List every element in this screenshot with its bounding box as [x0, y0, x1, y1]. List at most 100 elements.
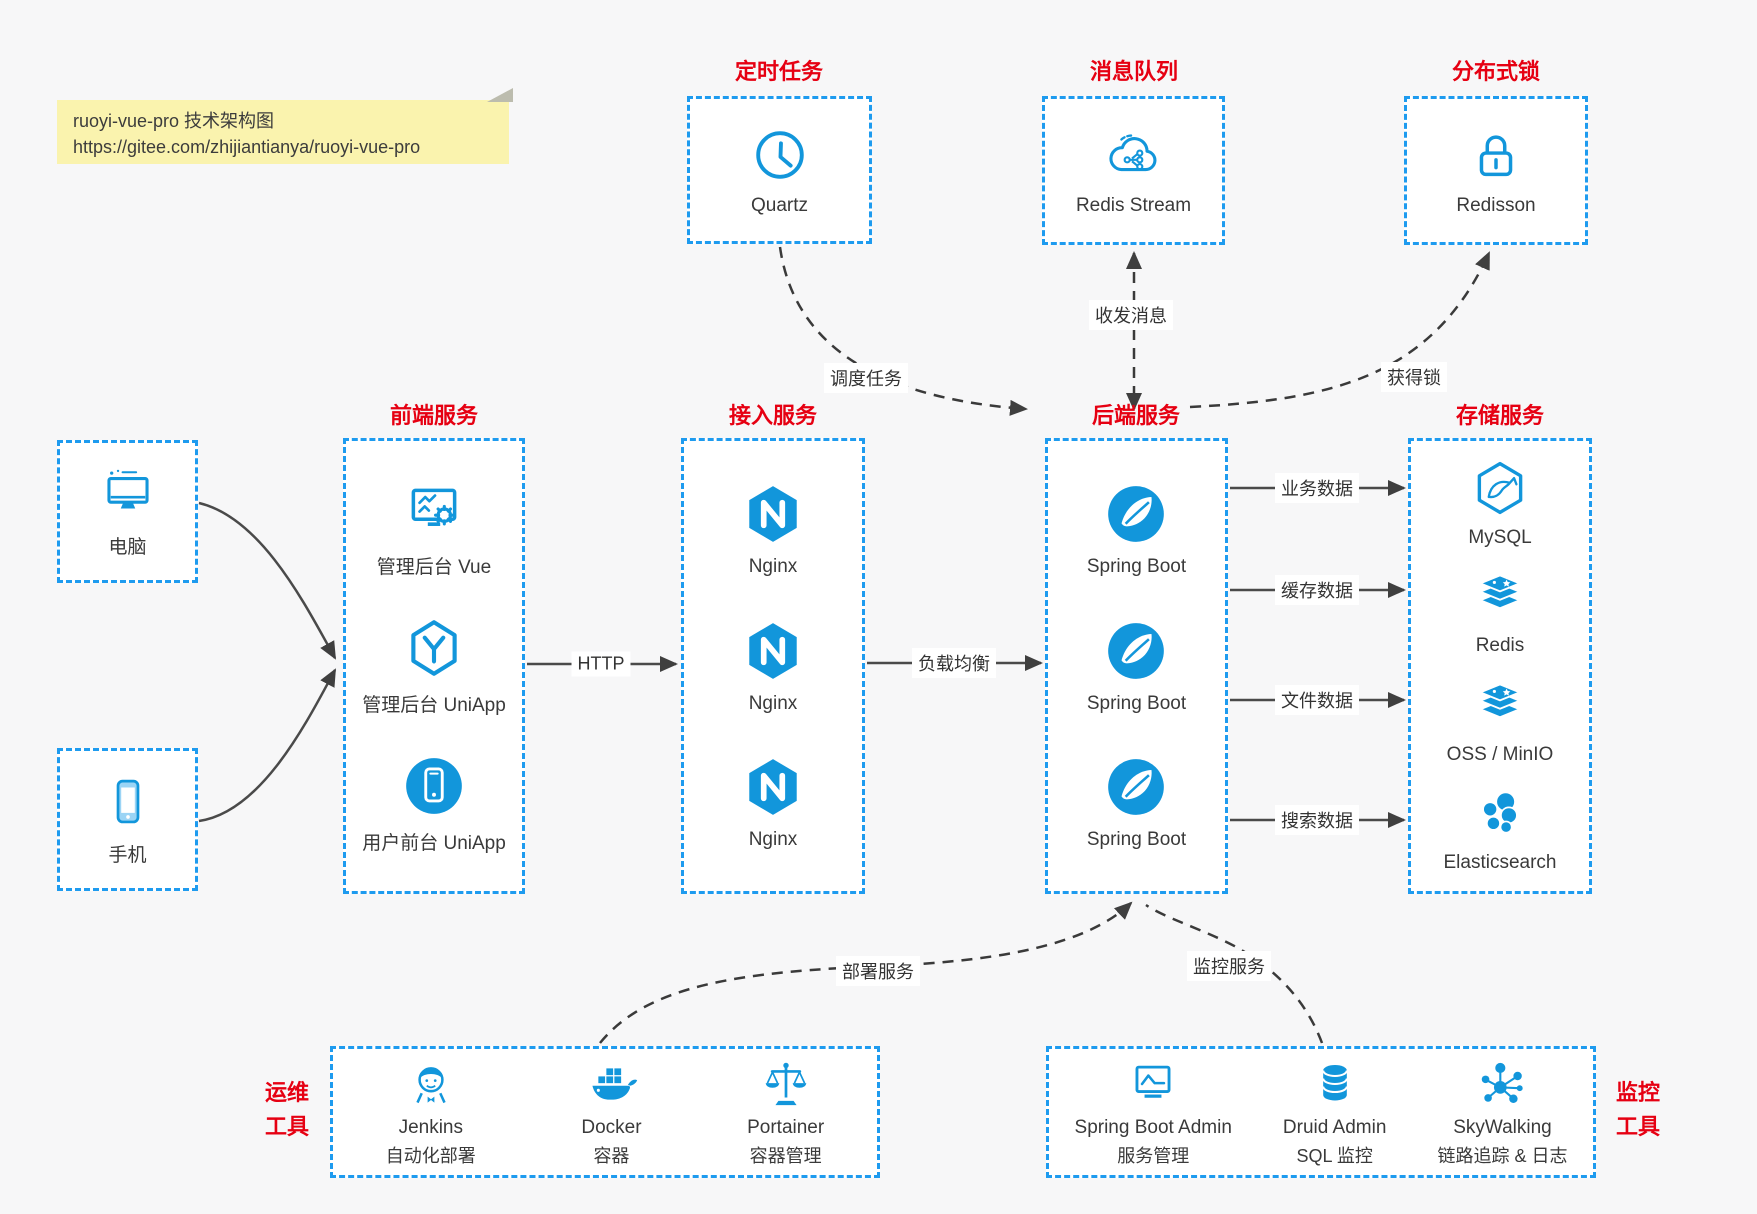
database-icon [1321, 1064, 1348, 1100]
elasticsearch-label: Elasticsearch [1443, 851, 1557, 873]
skywalking-desc: 链路追踪 & 日志 [1437, 1145, 1568, 1166]
redis-stream-box: Redis Stream [1042, 96, 1225, 245]
druid-admin-desc: SQL 监控 [1296, 1145, 1373, 1166]
mysql-label: MySQL [1468, 527, 1532, 549]
ops-tools-side-label: 运维 工具 [265, 1076, 309, 1144]
monitor-tools-line2: 工具 [1615, 1114, 1661, 1139]
user-uniapp-icon [406, 758, 462, 814]
storage-services-box: MySQL Redis OSS / MinIO [1408, 438, 1592, 894]
monitor-tools-side-label: 监控 工具 [1616, 1076, 1660, 1144]
sticky-note: ruoyi-vue-pro 技术架构图 https://gitee.com/zh… [57, 88, 513, 164]
nginx-label-2: Nginx [748, 692, 798, 714]
admin-vue-label: 管理后台 Vue [376, 557, 492, 578]
docker-desc: 容器 [593, 1145, 630, 1166]
nginx-item-1: Nginx [740, 481, 806, 578]
mysql-icon [1477, 462, 1523, 515]
elasticsearch-item: Elasticsearch [1444, 783, 1557, 874]
user-uniapp-item: 用户前台 UniApp [362, 753, 506, 855]
uniapp-hexagon-icon [411, 620, 457, 676]
spring-boot-item-2: Spring Boot [1087, 618, 1186, 715]
lock-icon [1479, 135, 1513, 177]
http-edge-label: HTTP [571, 651, 631, 677]
mobile-icon [116, 779, 139, 823]
spring-boot-item-3: Spring Boot [1087, 754, 1186, 851]
pc-client-box: 电脑 [57, 440, 198, 583]
mysql-item: MySQL [1468, 458, 1532, 549]
frontend-services-box: 管理后台 Vue 管理后台 UniApp 用户前台 UniApp [343, 438, 525, 894]
pc-client-label: 电脑 [108, 536, 147, 558]
monitor-tools-line1: 监控 [1615, 1080, 1661, 1105]
access-services-box: Nginx Nginx Nginx [681, 438, 865, 894]
spring-boot-item-1: Spring Boot [1087, 481, 1186, 578]
redis-stream-label: Redis Stream [1075, 195, 1192, 216]
frontend-services-title: 前端服务 [389, 403, 479, 428]
edge-acquire-lock [1189, 251, 1491, 409]
monitor-edge-label: 监控服务 [1187, 951, 1271, 981]
docker-name: Docker [581, 1116, 642, 1138]
redisson-item: Redisson [1456, 124, 1536, 217]
oss-minio-label: OSS / MinIO [1446, 743, 1554, 765]
jenkins-name: Jenkins [398, 1116, 463, 1138]
mobile-client-box: 手机 [57, 748, 198, 891]
cloud-share-icon [1109, 134, 1157, 172]
message-edge-label: 收发消息 [1089, 300, 1173, 330]
access-services-title: 接入服务 [728, 403, 818, 428]
spring-boot-admin-desc: 服务管理 [1117, 1145, 1190, 1166]
admin-vue-icon [411, 488, 457, 526]
spring-boot-label-1: Spring Boot [1086, 555, 1187, 577]
skywalking-name: SkyWalking [1453, 1116, 1552, 1138]
portainer-name: Portainer [747, 1116, 825, 1138]
backend-services-title: 后端服务 [1091, 403, 1181, 428]
druid-admin-name: Druid Admin [1282, 1116, 1387, 1138]
nginx-label-1: Nginx [748, 555, 798, 577]
ops-tools-box: Jenkins 自动化部署 Docker 容器 [330, 1046, 880, 1178]
storage-services-title: 存储服务 [1455, 403, 1545, 428]
admin-vue-item: 管理后台 Vue [377, 477, 491, 579]
spring-icon [1108, 622, 1165, 679]
nginx-item-2: Nginx [740, 618, 806, 715]
network-node-icon [1482, 1062, 1524, 1103]
ops-tools-line1: 运维 [264, 1080, 310, 1105]
note-url: https://gitee.com/zhijiantianya/ruoyi-vu… [73, 137, 421, 157]
nginx-item-3: Nginx [740, 754, 806, 851]
clock-icon [755, 130, 804, 179]
oss-minio-item: OSS / MinIO [1446, 675, 1554, 766]
biz-data-edge-label: 业务数据 [1275, 473, 1359, 503]
schedule-edge-label: 调度任务 [824, 363, 908, 393]
redis-stack-icon [1477, 574, 1523, 610]
spring-boot-label-3: Spring Boot [1086, 829, 1187, 851]
edge-monitor-service [1145, 903, 1324, 1044]
note-title: ruoyi-vue-pro 技术架构图 [73, 111, 275, 131]
redis-item: Redis [1470, 566, 1530, 657]
storage-stack-icon [1477, 682, 1523, 718]
monitor-tools-box: Spring Boot Admin 服务管理 Druid Admin SQL 监… [1046, 1046, 1596, 1178]
spring-boot-admin-name: Spring Boot Admin [1074, 1116, 1232, 1138]
portainer-desc: 容器管理 [749, 1145, 822, 1166]
skywalking-item: SkyWalking 链路追踪 & 日志 [1437, 1057, 1567, 1168]
mobile-client-item: 手机 [99, 773, 157, 867]
user-uniapp-label: 用户前台 UniApp [362, 833, 506, 854]
portainer-item: Portainer 容器管理 [747, 1057, 824, 1168]
jenkins-item: Jenkins 自动化部署 [386, 1057, 476, 1168]
docker-item: Docker 容器 [581, 1057, 642, 1168]
nginx-icon [749, 622, 797, 679]
lock-edge-label: 获得锁 [1381, 362, 1447, 392]
monitor-pulse-icon [1135, 1065, 1171, 1098]
file-data-edge-label: 文件数据 [1275, 685, 1359, 715]
load-balance-edge-label: 负载均衡 [912, 648, 996, 678]
message-queue-title: 消息队列 [1089, 59, 1179, 84]
nginx-icon [749, 485, 797, 542]
backend-services-box: Spring Boot Spring Boot Spring Boot [1045, 438, 1228, 894]
edge-deploy-service [599, 901, 1133, 1044]
desktop-icon [106, 469, 149, 508]
search-data-edge-label: 搜索数据 [1275, 805, 1359, 835]
admin-uniapp-item: 管理后台 UniApp [362, 615, 506, 717]
jenkins-icon [416, 1066, 446, 1103]
pc-client-item: 电脑 [99, 465, 157, 559]
quartz-item: Quartz [749, 124, 811, 217]
redis-stream-item: Redis Stream [1076, 124, 1191, 217]
admin-uniapp-label: 管理后台 UniApp [362, 695, 506, 716]
scales-icon [765, 1062, 806, 1105]
redisson-box: Redisson [1404, 96, 1588, 245]
